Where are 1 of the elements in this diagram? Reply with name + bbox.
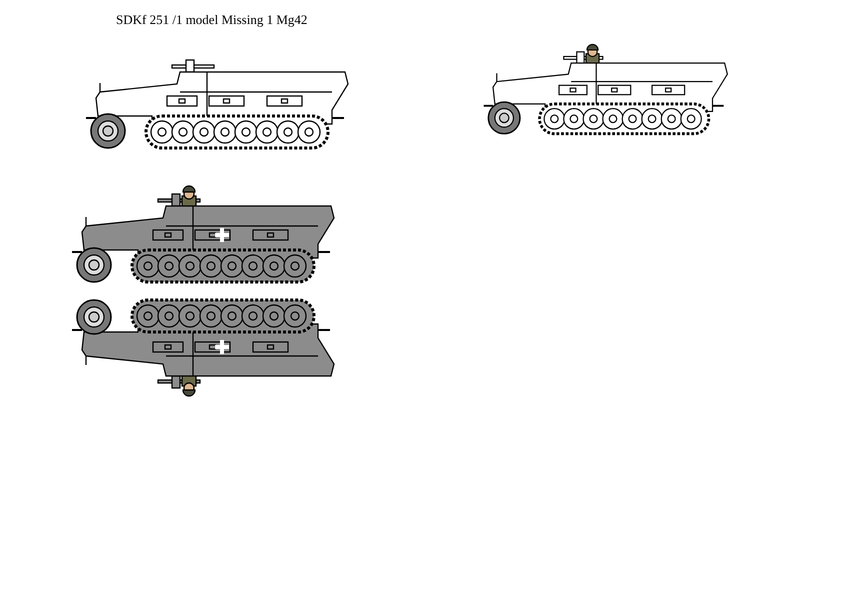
title: SDKf 251 /1 model Missing 1 Mg42 <box>116 12 308 28</box>
